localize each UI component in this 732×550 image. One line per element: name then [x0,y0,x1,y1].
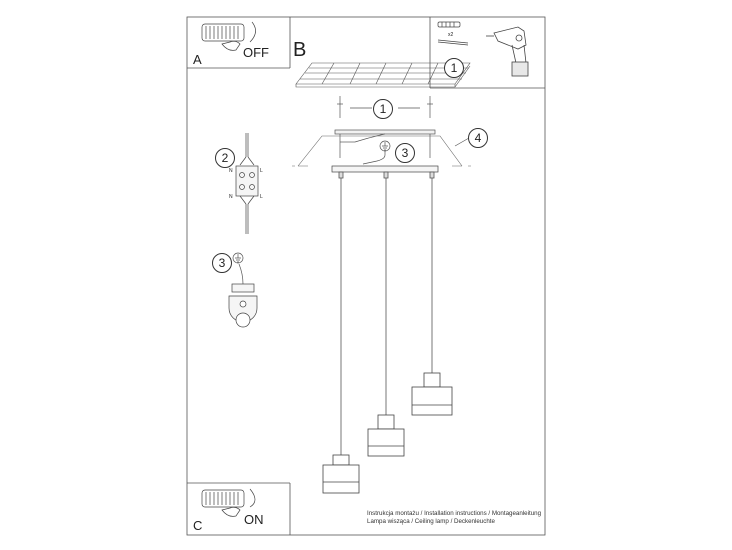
panel-b-label: B [293,39,307,61]
circuit-breaker-icon [201,21,256,51]
mounting-bracket [334,129,436,158]
callout-4-canopy: 4 [468,128,488,148]
canopy-outline [292,135,471,167]
circuit-breaker-icon [201,488,256,517]
power-on-label: ON [244,512,264,527]
terminal-n-label: N [229,168,233,174]
panel-c-label: C [193,518,203,533]
canopy [331,165,439,173]
dowel-count-label: x2 [448,32,454,38]
footer-line-1: Instrukcja montażu / Installation instru… [367,510,542,517]
terminal-n-label: N [229,194,233,200]
lamp-shade [411,372,453,416]
power-off-label: OFF [243,45,269,60]
terminal-block-icon [235,133,259,234]
ceiling-screws [337,96,433,118]
callout-3-ground: 3 [395,143,415,163]
sheet-border [186,16,546,536]
callout-2-connector: 2 [215,148,235,168]
panel-a-label: A [193,52,202,67]
ceiling-icon [295,62,471,88]
callout-3-ground-detail: 3 [212,253,232,273]
dowel-screw-icon [437,21,469,46]
ground-icon [232,140,391,285]
callout-1-screws: 1 [373,99,393,119]
ground-terminal-icon [228,283,258,328]
drill-icon [486,26,529,77]
callout-1-tools: 1 [444,58,464,78]
suspension-cables [338,171,435,455]
footer-caption: Instrukcja montażu / Installation instru… [367,510,541,526]
footer-line-2: Lampa wisząca / Ceiling lamp / Deckenleu… [367,518,495,525]
callout-4-leader [454,137,470,147]
lamp-shade [367,414,405,457]
terminal-l-label: L [260,168,263,174]
lamp-shade [322,454,360,494]
terminal-l-label: L [260,194,263,200]
